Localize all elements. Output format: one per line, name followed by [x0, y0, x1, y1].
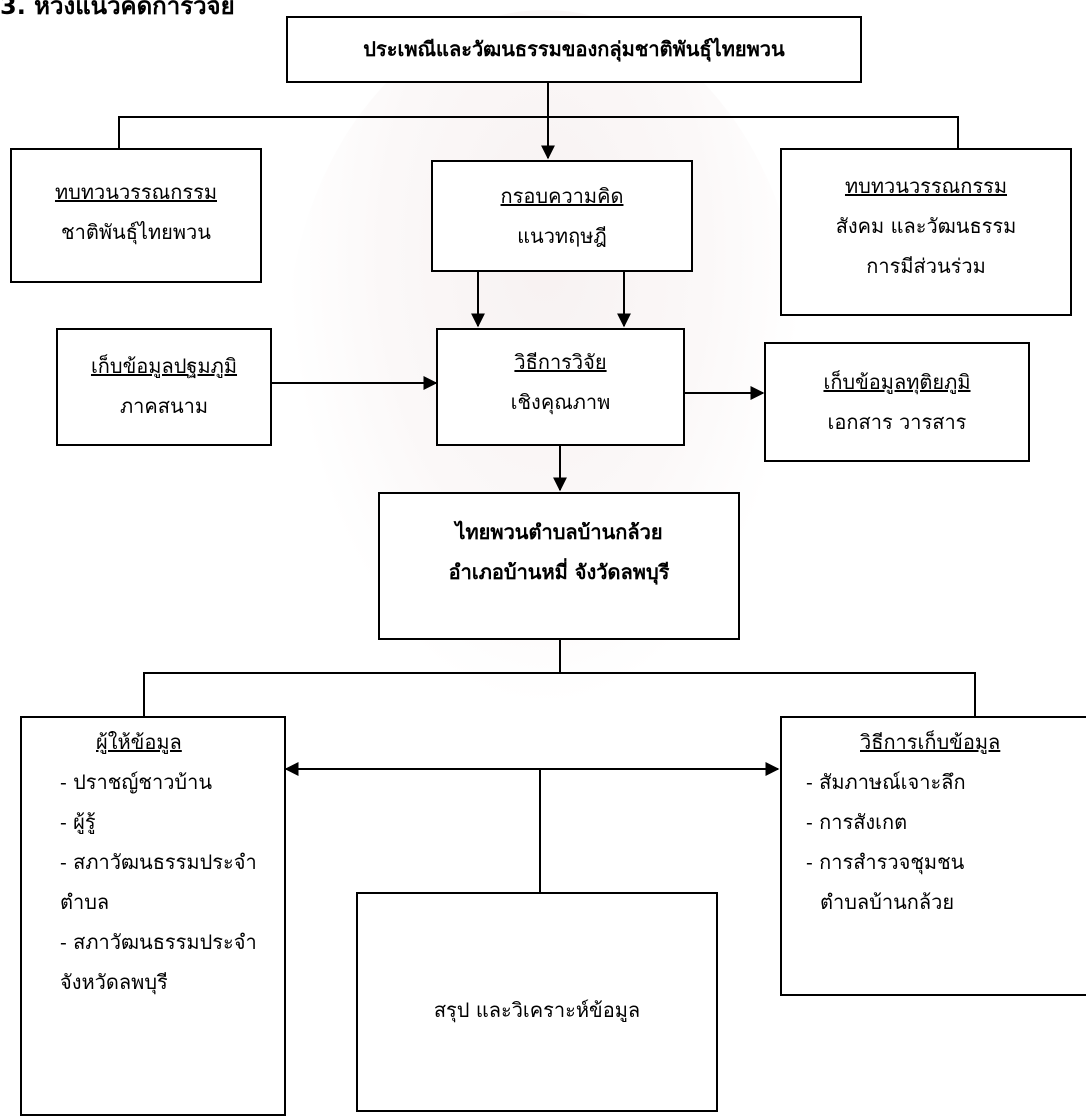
primary-data-title: เก็บข้อมูลปฐมภูมิ: [90, 354, 238, 378]
method-box: วิธีการวิจัย เชิงคุณภาพ: [436, 328, 685, 446]
informants-item: จังหวัดลพบุรี: [60, 970, 168, 994]
topic-box: ประเพณีและวัฒนธรรมของกลุ่มชาติพันธุ์ไทยพ…: [286, 16, 862, 83]
study-site-line1: ไทยพวนตำบลบ้านกล้วย: [455, 520, 663, 544]
secondary-data-box: เก็บข้อมูลทุติยภูมิ เอกสาร วารสาร: [764, 342, 1030, 462]
lit-review-society-box: ทบทวนวรรณกรรม สังคม และวัฒนธรรม การมีส่ว…: [780, 148, 1072, 316]
lit-review-society-line1: สังคม และวัฒนธรรม: [835, 214, 1017, 238]
collection-methods-title: วิธีการเก็บข้อมูล: [860, 730, 1001, 754]
study-site-box: ไทยพวนตำบลบ้านกล้วย อำเภอบ้านหมี่ จังวัด…: [378, 492, 740, 640]
collection-methods-item: ตำบลบ้านกล้วย: [820, 890, 955, 914]
topic-title: ประเพณีและวัฒนธรรมของกลุ่มชาติพันธุ์ไทยพ…: [363, 37, 785, 61]
collection-methods-item: - สัมภาษณ์เจาะลึก: [806, 770, 966, 794]
lit-review-ethnic-line1: ชาติพันธุ์ไทยพวน: [61, 220, 211, 244]
collection-methods-item: - การสังเกต: [806, 810, 908, 834]
informants-item: - สภาวัฒนธรรมประจำ: [60, 930, 257, 954]
connector-top-to-lit-reviews: [118, 116, 959, 148]
informants-item: - สภาวัฒนธรรมประจำ: [60, 850, 257, 874]
collection-methods-item: - การสำรวจชุมชน: [806, 850, 965, 874]
informants-title: ผู้ให้ข้อมูล: [96, 730, 182, 754]
informants-item: ตำบล: [60, 890, 110, 914]
collection-methods-box: วิธีการเก็บข้อมูล - สัมภาษณ์เจาะลึก - กา…: [780, 716, 1086, 996]
secondary-data-line1: เอกสาร วารสาร: [827, 410, 967, 434]
method-title: วิธีการวิจัย: [514, 350, 607, 374]
informants-item: - ผู้รู้: [60, 810, 96, 834]
framework-line1: แนวทฤษฎี: [517, 224, 607, 248]
informants-box: ผู้ให้ข้อมูล - ปราชญ์ชาวบ้าน - ผู้รู้ - …: [20, 716, 286, 1116]
framework-title: กรอบความคิด: [500, 184, 624, 208]
secondary-data-title: เก็บข้อมูลทุติยภูมิ: [823, 370, 971, 394]
primary-data-line1: ภาคสนาม: [119, 394, 209, 418]
lit-review-society-title: ทบทวนวรรณกรรม: [844, 174, 1007, 198]
framework-box: กรอบความคิด แนวทฤษฎี: [431, 160, 693, 272]
summary-title: สรุป และวิเคราะห์ข้อมูล: [433, 998, 641, 1022]
primary-data-box: เก็บข้อมูลปฐมภูมิ ภาคสนาม: [56, 328, 272, 446]
connector-site-branches: [143, 672, 976, 716]
lit-review-ethnic-box: ทบทวนวรรณกรรม ชาติพันธุ์ไทยพวน: [10, 148, 262, 283]
informants-item: - ปราชญ์ชาวบ้าน: [60, 770, 213, 794]
lit-review-society-line2: การมีส่วนร่วม: [866, 254, 986, 278]
method-line1: เชิงคุณภาพ: [510, 390, 611, 414]
summary-box: สรุป และวิเคราะห์ข้อมูล: [356, 892, 718, 1112]
lit-review-ethnic-title: ทบทวนวรรณกรรม: [54, 180, 217, 204]
study-site-line2: อำเภอบ้านหมี่ จังวัดลพบุรี: [448, 560, 670, 584]
